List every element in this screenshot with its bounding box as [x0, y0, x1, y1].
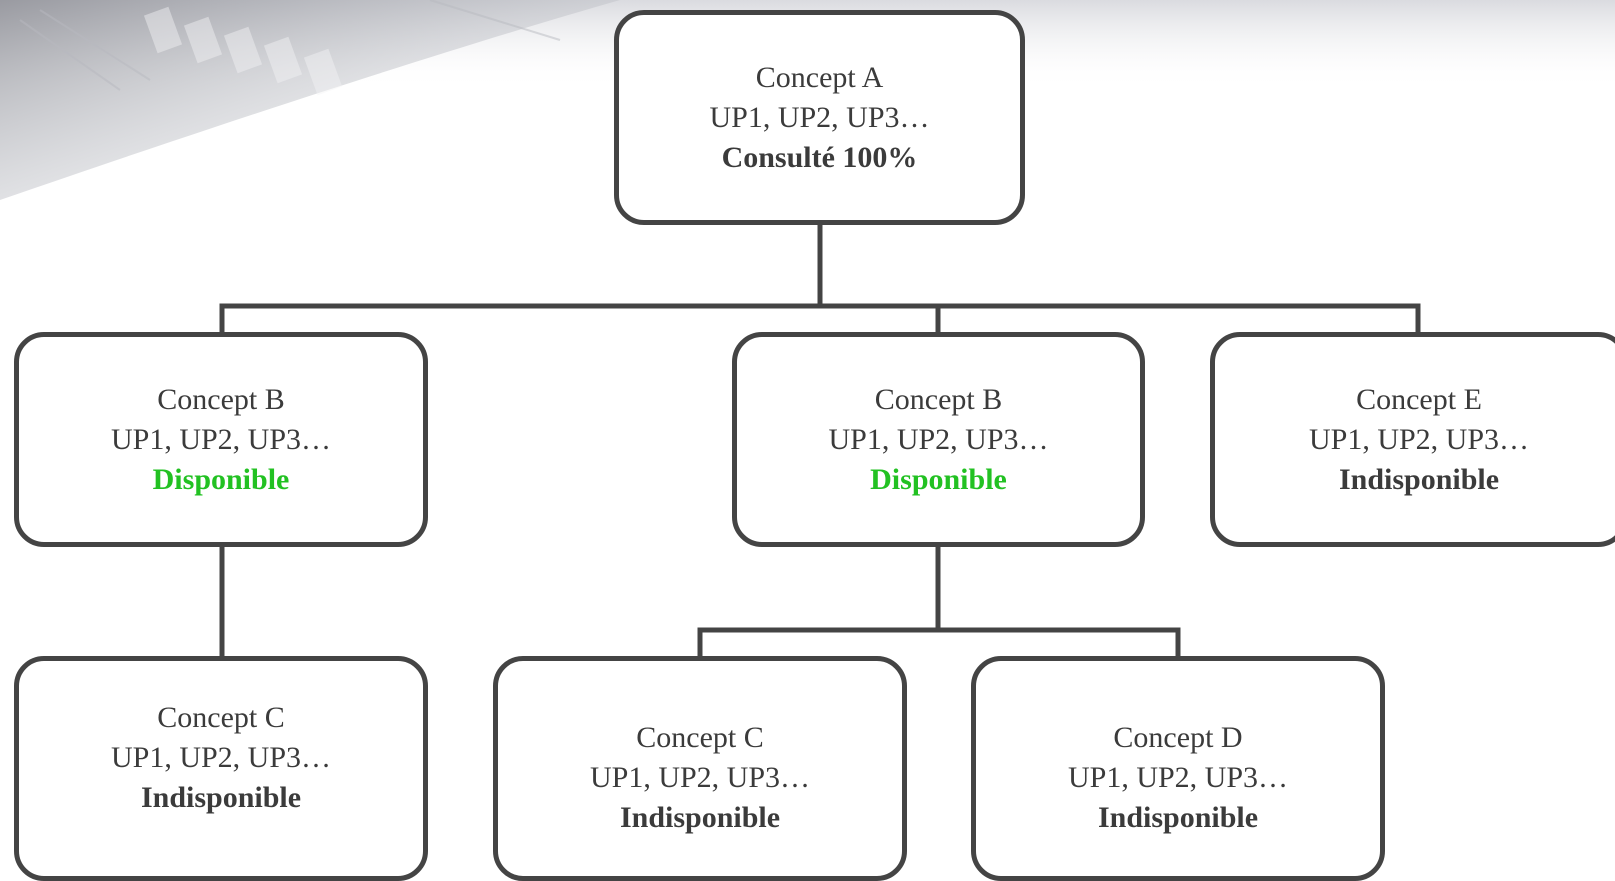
node-status: Indisponible — [140, 780, 302, 814]
node-ups: UP1, UP2, UP3… — [1308, 422, 1530, 456]
node-status: Disponible — [870, 462, 1007, 496]
node-title: Concept C — [636, 720, 764, 754]
node-title: Concept B — [157, 382, 285, 416]
node-ups: UP1, UP2, UP3… — [110, 740, 332, 774]
concept-a-node: Concept A UP1, UP2, UP3… Consulté 100% — [614, 10, 1025, 225]
node-title: Concept B — [874, 382, 1003, 416]
node-title: Concept D — [1113, 720, 1243, 754]
node-ups: UP1, UP2, UP3… — [110, 422, 332, 456]
node-status: Consulté 100% — [721, 140, 918, 174]
node-ups: UP1, UP2, UP3… — [589, 760, 811, 794]
node-title: Concept E — [1356, 382, 1482, 416]
node-title: Concept A — [755, 60, 884, 94]
node-status: Indisponible — [619, 800, 781, 834]
concept-c-node-middle: Concept C UP1, UP2, UP3… Indisponible — [493, 656, 907, 881]
node-status: Indisponible — [1097, 800, 1259, 834]
concept-e-node: Concept E UP1, UP2, UP3… Indisponible — [1210, 332, 1615, 547]
concept-b-node-left: Concept B UP1, UP2, UP3… Disponible — [14, 332, 428, 547]
node-ups: UP1, UP2, UP3… — [1067, 760, 1289, 794]
concept-d-node: Concept D UP1, UP2, UP3… Indisponible — [971, 656, 1385, 881]
node-ups: UP1, UP2, UP3… — [828, 422, 1049, 456]
concept-b-node-middle: Concept B UP1, UP2, UP3… Disponible — [732, 332, 1145, 547]
node-ups: UP1, UP2, UP3… — [709, 100, 930, 134]
node-status: Indisponible — [1338, 462, 1500, 496]
node-status: Disponible — [152, 462, 290, 496]
node-title: Concept C — [157, 700, 285, 734]
concept-c-node-left: Concept C UP1, UP2, UP3… Indisponible — [14, 656, 428, 881]
